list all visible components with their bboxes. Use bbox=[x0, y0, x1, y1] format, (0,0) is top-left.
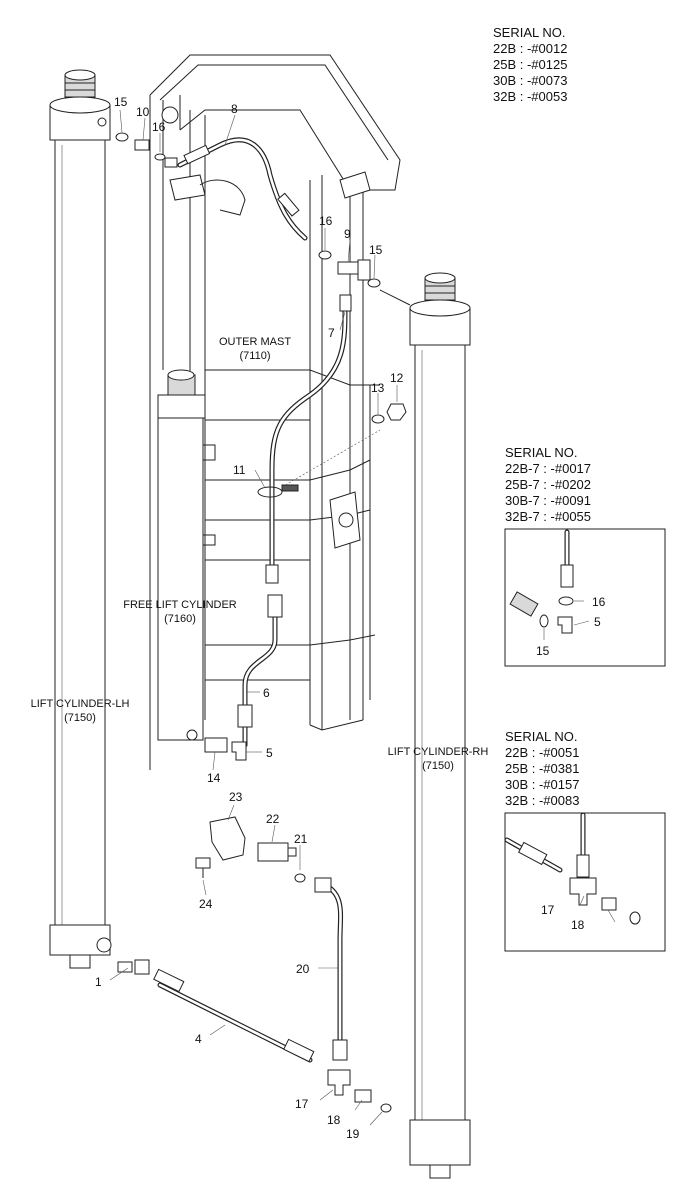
component-labels: OUTER MAST (7110) FREE LIFT CYLINDER (71… bbox=[31, 336, 489, 772]
callout-20: 20 bbox=[296, 962, 310, 976]
serial-line: 25B : -#0125 bbox=[493, 57, 567, 72]
serial-line: 32B-7 : -#0055 bbox=[505, 509, 591, 524]
callout-23: 23 bbox=[229, 790, 243, 804]
serial-line: 22B : -#0012 bbox=[493, 41, 567, 56]
callout-8: 8 bbox=[231, 102, 238, 116]
lift-cylinder-lh bbox=[49, 69, 112, 969]
hose-8 bbox=[177, 137, 308, 241]
callout-13: 13 bbox=[371, 381, 385, 395]
free-lift-cylinder-label: FREE LIFT CYLINDER bbox=[123, 599, 237, 611]
callout-17: 17 bbox=[295, 1097, 309, 1111]
serial-line: 30B-7 : -#0091 bbox=[505, 493, 591, 508]
callout-16: 16 bbox=[592, 595, 606, 609]
callout-21: 21 bbox=[294, 832, 308, 846]
callout-19: 19 bbox=[346, 1127, 360, 1141]
callout-15: 15 bbox=[536, 644, 550, 658]
callout-15: 15 bbox=[114, 95, 128, 109]
callout-1: 1 bbox=[95, 975, 102, 989]
callout-4: 4 bbox=[195, 1032, 202, 1046]
hose-20 bbox=[314, 877, 348, 1061]
serial-title: SERIAL NO. bbox=[505, 445, 577, 460]
serial-block-middle: SERIAL NO. 22B-7 : -#0017 25B-7 : -#0202… bbox=[505, 445, 591, 524]
callout-14: 14 bbox=[207, 771, 221, 785]
hose-6 bbox=[237, 594, 283, 748]
outer-mast-code: (7110) bbox=[240, 350, 271, 362]
serial-block-bottom: SERIAL NO. 22B : -#0051 25B : -#0381 30B… bbox=[505, 729, 579, 808]
callout-6: 6 bbox=[263, 686, 270, 700]
callout-18: 18 bbox=[327, 1113, 341, 1127]
callout-15: 15 bbox=[369, 243, 383, 257]
lift-cylinder-rh-label: LIFT CYLINDER-RH bbox=[388, 746, 489, 758]
callout-16: 16 bbox=[319, 214, 333, 228]
callout-9: 9 bbox=[344, 227, 351, 241]
hose-7 bbox=[265, 294, 352, 584]
free-lift-cylinder bbox=[157, 369, 206, 741]
serial-line: 30B : -#0157 bbox=[505, 777, 579, 792]
free-lift-cylinder-code: (7160) bbox=[164, 613, 196, 625]
lift-cylinder-rh bbox=[409, 272, 471, 1179]
lift-cylinder-lh-code: (7150) bbox=[64, 712, 96, 724]
callout-5: 5 bbox=[266, 746, 273, 760]
serial-title: SERIAL NO. bbox=[505, 729, 577, 744]
callout-11: 11 bbox=[233, 463, 246, 477]
callout-5: 5 bbox=[594, 615, 601, 629]
callout-16: 16 bbox=[152, 120, 166, 134]
serial-line: 25B : -#0381 bbox=[505, 761, 579, 776]
lift-cylinder-lh-label: LIFT CYLINDER-LH bbox=[31, 698, 130, 710]
callout-17: 17 bbox=[541, 903, 555, 917]
callout-22: 22 bbox=[266, 812, 280, 826]
serial-title: SERIAL NO. bbox=[493, 25, 565, 40]
lift-cylinder-rh-code: (7150) bbox=[422, 760, 454, 772]
callout-7: 7 bbox=[328, 326, 335, 340]
inset-box-1 bbox=[504, 528, 666, 667]
outer-mast-label: OUTER MAST bbox=[219, 336, 291, 348]
fittings bbox=[115, 132, 411, 1113]
serial-line: 30B : -#0073 bbox=[493, 73, 567, 88]
callout-12: 12 bbox=[390, 371, 404, 385]
serial-line: 22B : -#0051 bbox=[505, 745, 579, 760]
inset-box-2 bbox=[504, 812, 666, 952]
hose-4 bbox=[153, 968, 315, 1063]
serial-block-top: SERIAL NO. 22B : -#0012 25B : -#0125 30B… bbox=[493, 25, 567, 104]
callout-10: 10 bbox=[136, 105, 150, 119]
callout-24: 24 bbox=[199, 897, 213, 911]
serial-line: 32B : -#0083 bbox=[505, 793, 579, 808]
serial-line: 32B : -#0053 bbox=[493, 89, 567, 104]
leader-lines bbox=[109, 109, 616, 1126]
serial-line: 25B-7 : -#0202 bbox=[505, 477, 591, 492]
serial-line: 22B-7 : -#0017 bbox=[505, 461, 591, 476]
callout-18: 18 bbox=[571, 918, 585, 932]
part-callouts: 15 10 16 8 16 9 15 7 13 12 11 6 5 14 23 … bbox=[95, 95, 606, 1141]
